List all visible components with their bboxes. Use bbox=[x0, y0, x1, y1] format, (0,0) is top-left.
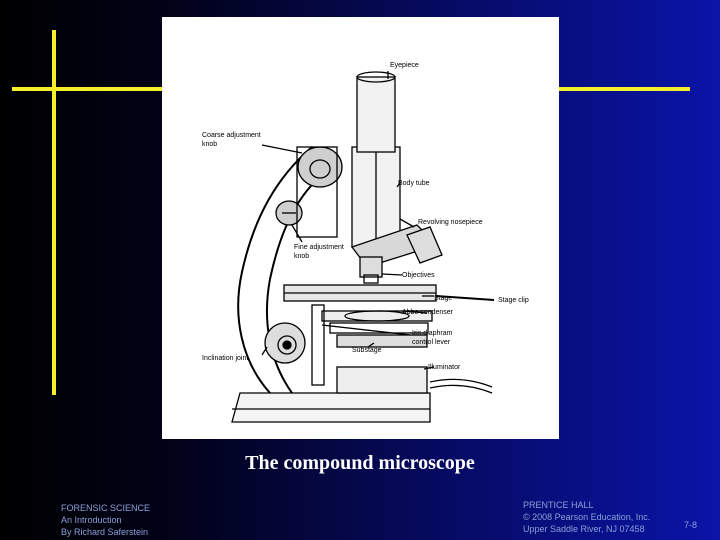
label-eyepiece: Eyepiece bbox=[390, 62, 419, 69]
footer-right-line-1: PRENTICE HALL bbox=[523, 500, 594, 510]
label-coarse-knob: knob bbox=[202, 141, 217, 148]
label-stage: Stage bbox=[434, 295, 452, 302]
horizontal-accent-line-left bbox=[12, 87, 164, 91]
vertical-accent-line bbox=[52, 30, 56, 395]
label-objectives: Objectives bbox=[402, 272, 435, 279]
label-illuminator: Illuminator bbox=[428, 364, 461, 371]
horizontal-accent-line-right bbox=[558, 87, 690, 91]
label-revolving-nosepiece: Revolving nosepiece bbox=[418, 219, 483, 226]
figure-caption: The compound microscope bbox=[245, 452, 475, 474]
label-iris-diaphram: Iris diaphram bbox=[412, 330, 453, 337]
label-fine-knob: knob bbox=[294, 253, 309, 260]
footer-right-line-3: Upper Saddle River, NJ 07458 bbox=[523, 524, 645, 534]
footer-right: PRENTICE HALL © 2008 Pearson Education, … bbox=[523, 499, 650, 535]
label-coarse-adjustment: Coarse adjustment bbox=[202, 132, 261, 139]
microscope-figure: Eyepiece Coarse adjustment knob Body tub… bbox=[162, 17, 559, 439]
label-fine-adjustment: Fine adjustment bbox=[294, 244, 344, 251]
label-abbe-condenser: Abbe condenser bbox=[402, 309, 454, 316]
footer-left-line-2: An Introduction bbox=[61, 515, 122, 525]
microscope-illustration: Eyepiece Coarse adjustment knob Body tub… bbox=[202, 62, 529, 423]
label-body-tube: Body tube bbox=[398, 180, 430, 187]
footer-left: FORENSIC SCIENCE An Introduction By Rich… bbox=[61, 502, 150, 538]
page-number: 7-8 bbox=[684, 520, 698, 530]
footer-right-line-2: © 2008 Pearson Education, Inc. bbox=[523, 512, 651, 522]
label-control-lever: control lever bbox=[412, 339, 451, 346]
label-stage-clip: Stage clip bbox=[498, 297, 529, 304]
footer-left-line-3: By Richard Saferstein bbox=[61, 527, 149, 537]
label-inclination-joint: Inclination joint bbox=[202, 355, 248, 362]
footer-left-line-1: FORENSIC SCIENCE bbox=[61, 503, 151, 513]
label-substage: Substage bbox=[352, 347, 382, 354]
